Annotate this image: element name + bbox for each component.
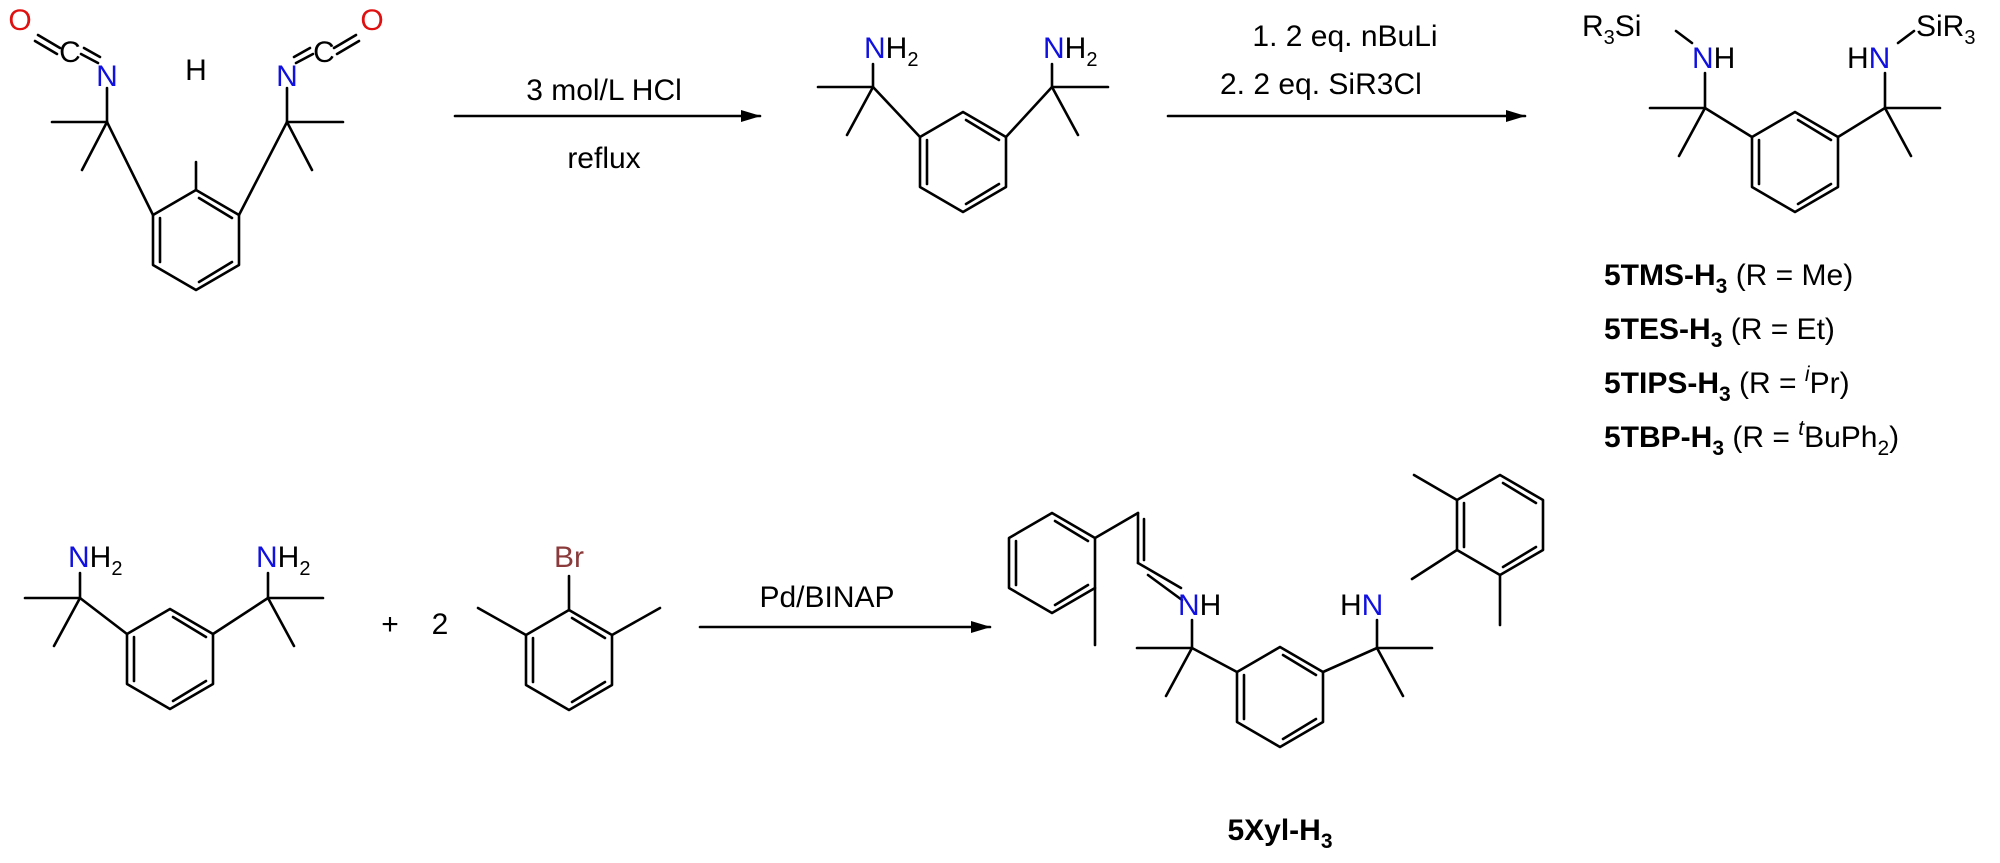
- product-5xyl: 5Xyl-H3: [1227, 814, 1332, 853]
- amine-nh-xylyl-left: NH: [1178, 589, 1221, 622]
- diamine-molecule: NH2 NH2: [816, 32, 1110, 214]
- amine-hn-right: HN: [1847, 42, 1890, 75]
- atom-bromine: Br: [554, 541, 584, 574]
- equivalents-label: 2: [432, 608, 449, 641]
- diamine-molecule-row2: NH2 NH2: [23, 541, 325, 711]
- bromoxylene-molecule: Br: [476, 541, 662, 712]
- plus-sign: +: [381, 608, 399, 641]
- amine-nh-left: NH: [1692, 42, 1735, 75]
- product-5tbp: 5TBP-H3 (R = tBuPh2): [1604, 417, 1899, 460]
- amine-nh2-left: NH2: [864, 32, 918, 71]
- xylyl-diamine-molecule: NH HN: [1007, 473, 1545, 749]
- atom-nitrogen-left: N: [96, 60, 118, 93]
- reagent-nbuli: 1. 2 eq. nBuLi: [1252, 20, 1437, 53]
- catalyst-pd-binap: Pd/BINAP: [759, 581, 894, 614]
- product-list: 5TMS-H3 (R = Me) 5TES-H3 (R = Et) 5TIPS-…: [1604, 259, 1899, 460]
- silyl-group-right: SiR3: [1916, 10, 1975, 49]
- condition-reflux: reflux: [567, 142, 640, 175]
- atom-hydrogen-aryl: H: [185, 54, 207, 87]
- amine-hn-xylyl-right: HN: [1340, 589, 1383, 622]
- amine-nh2-row2-left: NH2: [68, 541, 122, 580]
- silyl-diamine-molecule: R3Si NH HN SiR3: [1582, 10, 1975, 214]
- reaction-arrow-hydrolysis: 3 mol/L HCl reflux: [453, 74, 762, 175]
- product-5tes: 5TES-H3 (R = Et): [1604, 313, 1835, 352]
- atom-carbon-right: C: [313, 36, 335, 69]
- diisocyanate-molecule: N C O H N C O: [8, 4, 384, 292]
- product-5tips: 5TIPS-H3 (R = iPr): [1604, 363, 1850, 406]
- atom-oxygen-left: O: [8, 4, 31, 37]
- amine-nh2-right: NH2: [1043, 32, 1097, 71]
- reaction-arrow-coupling: Pd/BINAP: [698, 581, 992, 633]
- amine-nh2-row2-right: NH2: [256, 541, 310, 580]
- atom-nitrogen-right: N: [276, 60, 298, 93]
- atom-oxygen-right: O: [360, 4, 383, 37]
- atom-carbon-left: C: [59, 36, 81, 69]
- reagent-silyl-chloride: 2. 2 eq. SiR3Cl: [1220, 68, 1422, 101]
- silyl-group-left: R3Si: [1582, 10, 1641, 49]
- reagent-hcl: 3 mol/L HCl: [526, 74, 682, 107]
- product-5tms: 5TMS-H3 (R = Me): [1604, 259, 1853, 298]
- reaction-arrow-silylation: 1. 2 eq. nBuLi 2. 2 eq. SiR3Cl: [1166, 20, 1527, 122]
